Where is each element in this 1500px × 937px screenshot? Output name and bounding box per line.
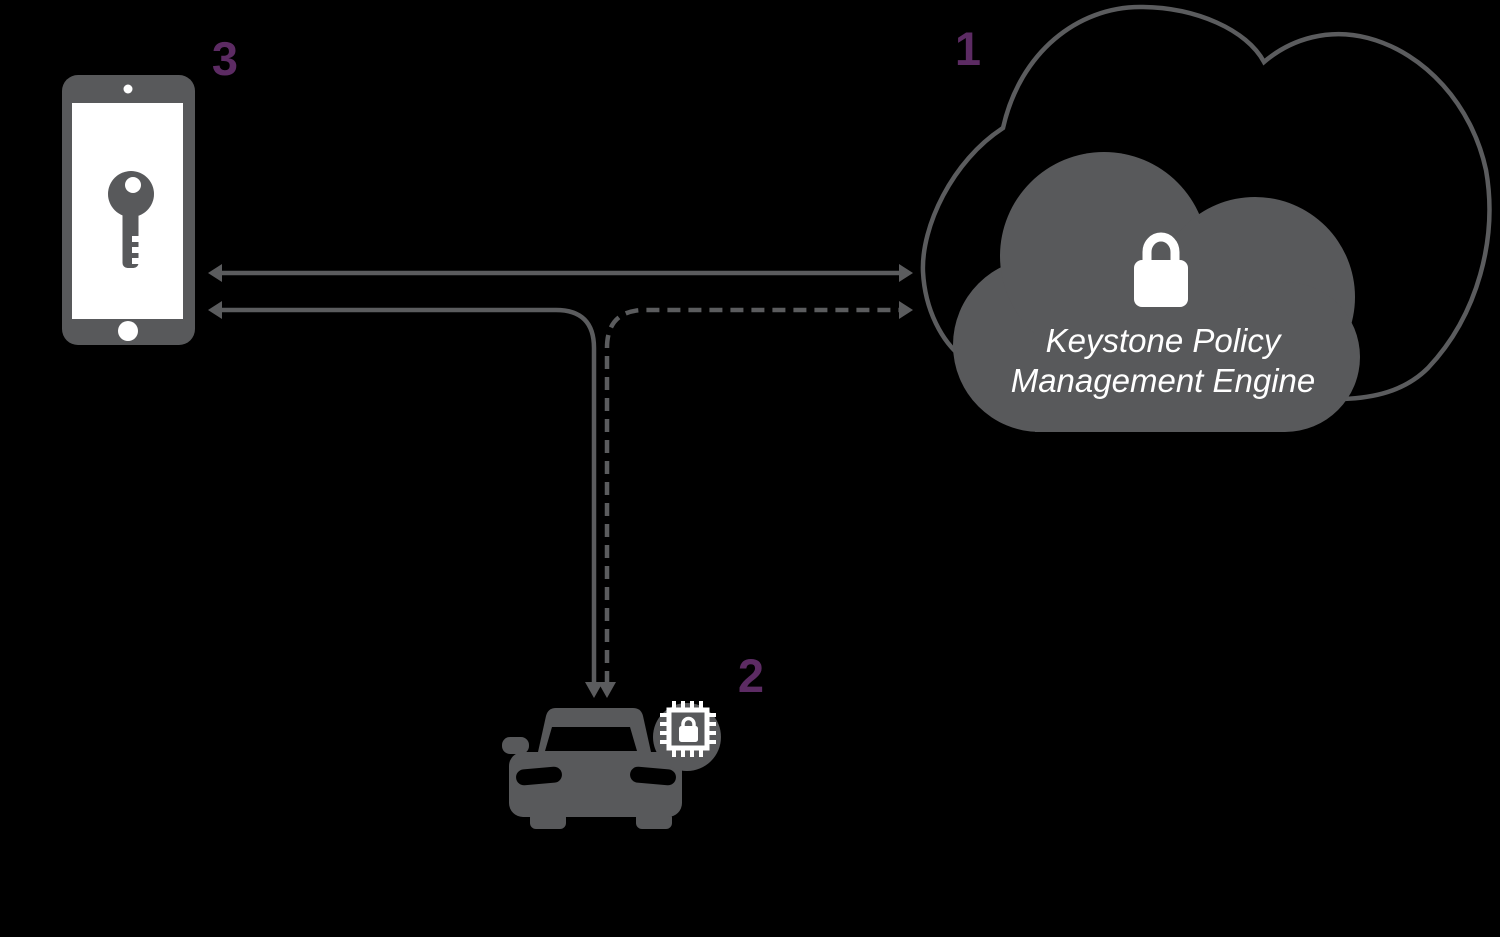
cloud-filled (953, 152, 1360, 432)
vehicle-node (502, 701, 721, 829)
phone-camera-dot (123, 84, 133, 94)
car-body (509, 752, 682, 817)
cloud-label-line2: Management Engine (1011, 362, 1316, 399)
arrow-phone-vehicle (208, 301, 603, 698)
cloud-label-line1: Keystone Policy (1046, 322, 1283, 359)
arrow-phone-cloud (208, 264, 913, 282)
phone-home-button (118, 321, 138, 341)
cloud-step-number: 1 (955, 22, 981, 75)
padlock-icon (1134, 232, 1188, 307)
cloud-node: Keystone Policy Management Engine (920, 4, 1492, 432)
arrowhead-right-icon (899, 264, 913, 282)
vehicle-step-number: 2 (738, 649, 764, 702)
arrowhead-down-icon (598, 682, 616, 698)
cloud-outline (920, 4, 1492, 402)
arrowhead-down-icon (585, 682, 603, 698)
secure-chip-icon (653, 701, 721, 771)
key-icon (108, 171, 154, 268)
car-headlight-left (516, 766, 562, 786)
connections (208, 264, 913, 698)
phone-node (62, 75, 195, 345)
arrow-cloud-vehicle (598, 301, 913, 698)
car-mirror (502, 737, 529, 754)
arrowhead-right-icon (899, 301, 913, 319)
phone-step-number: 3 (212, 32, 238, 85)
car-headlight-right (630, 766, 676, 786)
arrowhead-left-icon (208, 264, 222, 282)
arrowhead-left-icon (208, 301, 222, 319)
car-windshield (545, 727, 637, 751)
